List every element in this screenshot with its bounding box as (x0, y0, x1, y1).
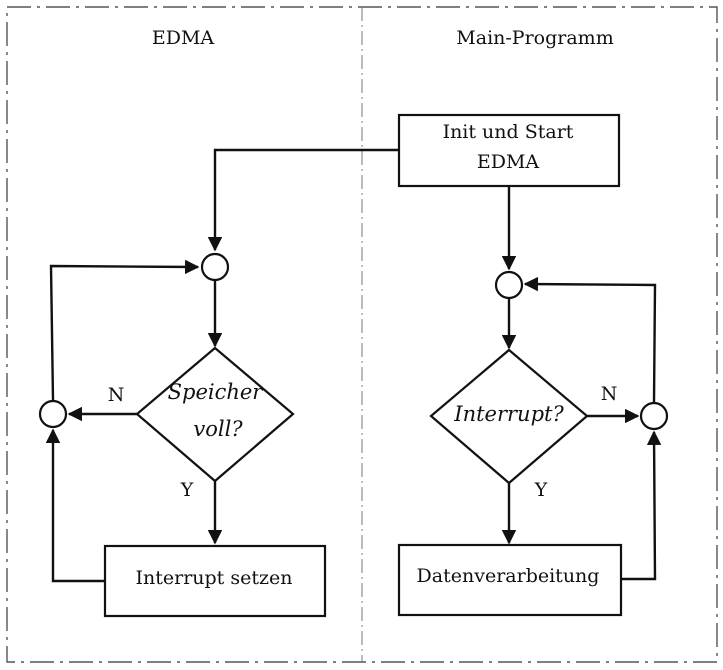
junction-edma-top (200, 252, 230, 282)
speicher-label-line1: Speicher (168, 380, 265, 404)
label-speicher-no: N (108, 384, 125, 406)
edge-datenverarbeitung-back (621, 430, 662, 581)
init-start-label-line1: Init und Start (443, 121, 574, 143)
interrupt-q-label: Interrupt? (453, 402, 564, 426)
decision-interrupt: Interrupt? (429, 348, 589, 485)
edge-interrupt-setzen-back (45, 428, 105, 583)
datenverarbeitung-label: Datenverarbeitung (417, 565, 600, 587)
lane-title-edma: EDMA (152, 27, 215, 49)
junction-main-top (494, 270, 524, 300)
edge-init-to-edma-junction (207, 148, 399, 252)
junction-main-loop (639, 401, 669, 431)
process-datenverarbeitung: Datenverarbeitung (397, 543, 623, 617)
label-interrupt-no: N (601, 383, 618, 405)
init-start-label-line2: EDMA (477, 151, 540, 173)
label-interrupt-yes: Y (534, 479, 548, 501)
edge-loop-back-main (523, 276, 657, 403)
label-speicher-yes: Y (180, 479, 194, 501)
edge-loop-back-edma (49, 259, 200, 401)
speicher-label-line2: voll? (193, 417, 243, 441)
junction-edma-loop (38, 399, 68, 429)
process-init-start-edma: Init und Start EDMA (397, 113, 621, 188)
lane-title-main-programm: Main-Programm (456, 27, 613, 49)
process-interrupt-setzen: Interrupt setzen (103, 544, 327, 618)
decision-speicher-voll: Speicher voll? (135, 346, 295, 483)
interrupt-setzen-label: Interrupt setzen (136, 567, 293, 589)
